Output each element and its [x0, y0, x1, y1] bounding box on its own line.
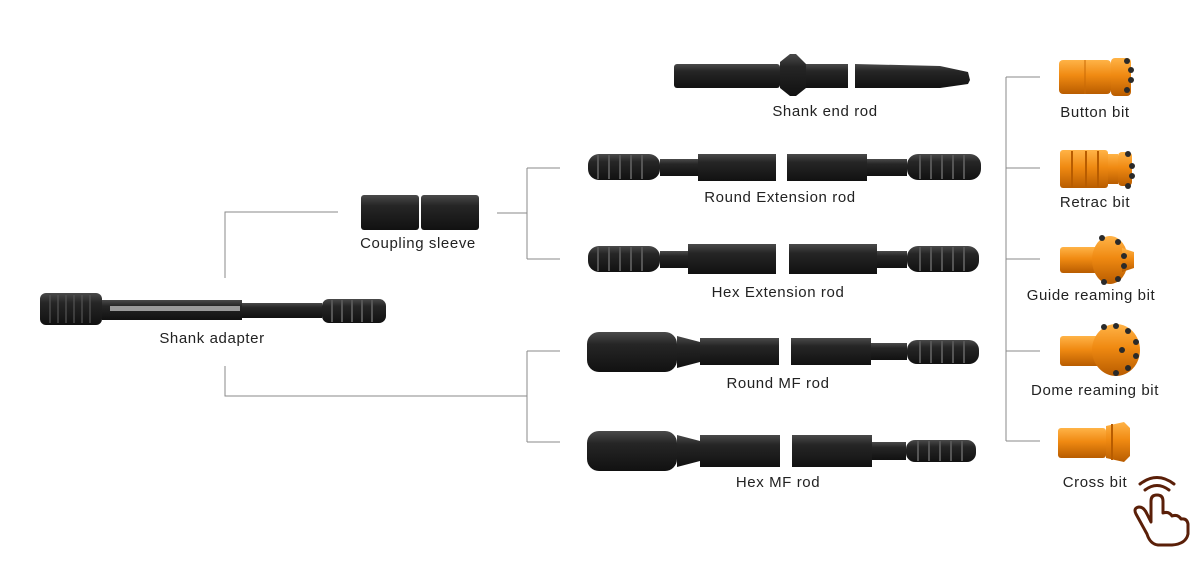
hex-mf-rod-label[interactable]: Hex MF rod: [735, 474, 821, 491]
shank-adapter-image[interactable]: [40, 293, 386, 325]
connector-coupling-to-ext: [497, 167, 560, 260]
shank-adapter-label[interactable]: Shank adapter: [159, 330, 265, 347]
guide-reaming-bit-label[interactable]: Guide reaming bit: [1026, 287, 1156, 304]
hex-extension-rod-label[interactable]: Hex Extension rod: [711, 284, 845, 301]
hand-pointer-icon: [1133, 476, 1190, 547]
shank-end-rod-image[interactable]: [674, 54, 970, 96]
connector-shank-to-coupling: [224, 211, 338, 278]
dome-reaming-bit-label[interactable]: Dome reaming bit: [1031, 382, 1159, 399]
round-extension-rod-label[interactable]: Round Extension rod: [704, 189, 856, 206]
coupling-sleeve-image[interactable]: [361, 195, 479, 230]
hex-mf-rod-image[interactable]: [587, 431, 976, 471]
retrac-bit-image[interactable]: [1060, 150, 1135, 189]
button-bit-label[interactable]: Button bit: [1060, 104, 1130, 121]
round-mf-rod-image[interactable]: [587, 332, 979, 372]
connector-mf-branch: [526, 350, 560, 443]
round-extension-rod-image[interactable]: [588, 154, 981, 181]
connector-lines: [224, 76, 1040, 443]
round-mf-rod-label[interactable]: Round MF rod: [726, 375, 830, 392]
retrac-bit-label[interactable]: Retrac bit: [1059, 194, 1131, 211]
connector-shank-to-mf: [224, 366, 527, 397]
coupling-sleeve-label[interactable]: Coupling sleeve: [360, 235, 476, 252]
button-bit-image[interactable]: [1059, 58, 1134, 96]
hex-extension-rod-image[interactable]: [588, 244, 979, 274]
shank-end-rod-label[interactable]: Shank end rod: [772, 103, 878, 120]
cross-bit-label[interactable]: Cross bit: [1062, 474, 1128, 491]
guide-reaming-bit-image[interactable]: [1060, 235, 1134, 285]
cross-bit-image[interactable]: [1058, 422, 1130, 462]
connector-rods-to-bits: [1005, 76, 1040, 442]
dome-reaming-bit-image[interactable]: [1060, 323, 1140, 376]
